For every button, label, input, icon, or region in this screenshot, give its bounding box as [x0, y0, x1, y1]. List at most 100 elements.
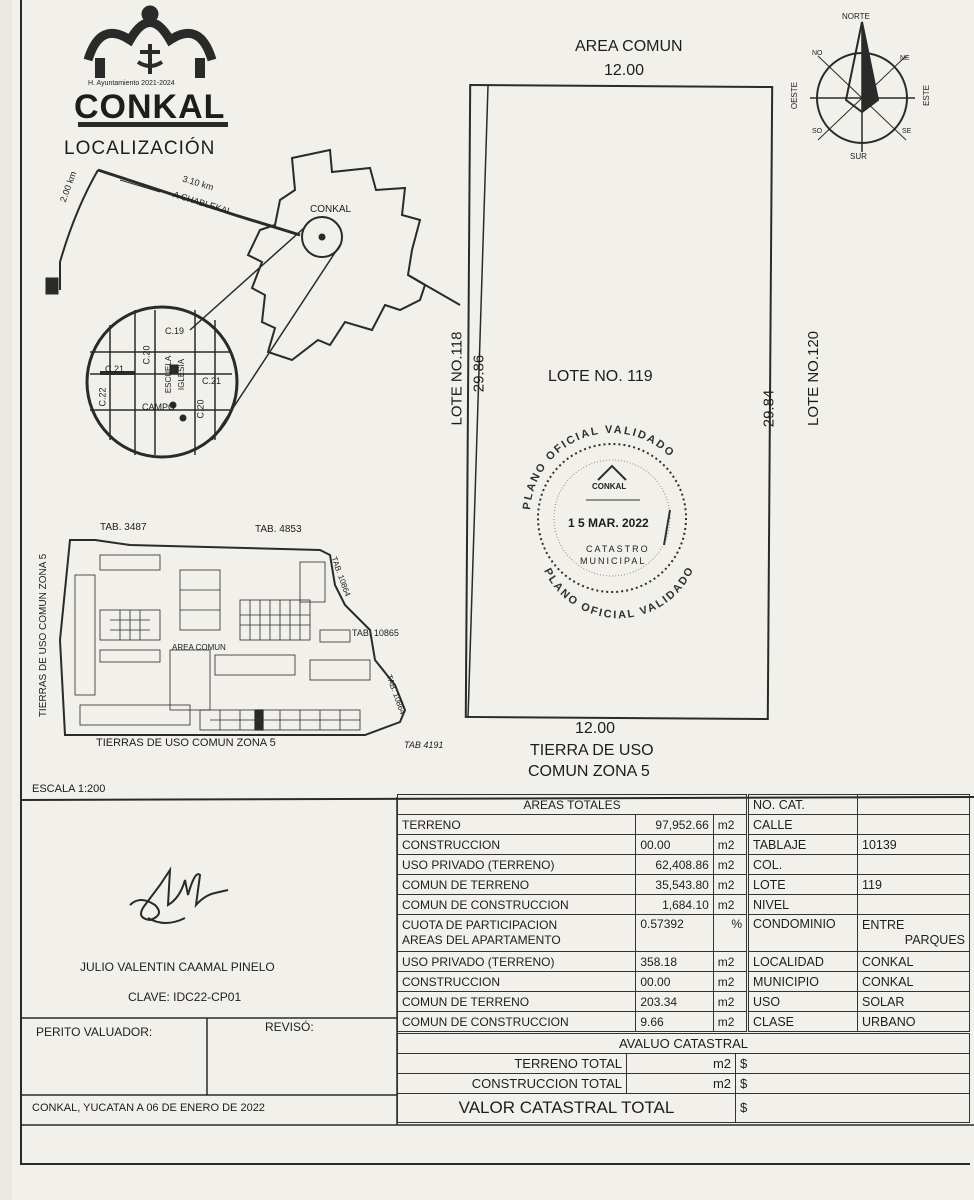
avaluo-unit: m2 [626, 1073, 736, 1094]
info-value: 10139 [857, 834, 970, 855]
row-unit: m2 [712, 814, 748, 835]
condominio-value-cell: ENTRE PARQUES [857, 914, 970, 952]
table-row: COMUN DE TERRENO 35,543.80 m2 [396, 874, 748, 895]
info-label: USO [748, 991, 858, 1012]
tab-label-4853: TAB. 4853 [255, 524, 302, 535]
row-label: COMUN DE CONSTRUCCION [396, 894, 637, 915]
info-label: CLASE [748, 1011, 858, 1032]
compass-south: SUR [850, 152, 867, 161]
info-value: URBANO [857, 1011, 970, 1032]
avaluo-table: AVALUO CATASTRAL TERRENO TOTAL m2 $ CONS… [397, 1033, 970, 1123]
tab-label-4191: TAB 4191 [404, 740, 444, 750]
row-label: CONSTRUCCION [396, 971, 637, 992]
table-row: CUOTA DE PARTICIPACION AREAS DEL APARTAM… [396, 914, 748, 952]
avaluo-label: TERRENO TOTAL [397, 1053, 627, 1074]
cuota-cell: CUOTA DE PARTICIPACION AREAS DEL APARTAM… [396, 914, 637, 952]
info-value [857, 854, 970, 875]
row-label: COMUN DE TERRENO [396, 874, 637, 895]
town-label: CONKAL [310, 204, 352, 215]
right-lot-label: LOTE NO.120 [805, 330, 823, 427]
table-row: USO PRIVADO (TERRENO) 358.18 m2 [396, 951, 748, 972]
info-value: CONKAL [857, 951, 970, 972]
row-value: 62,408.86 [635, 854, 714, 875]
row-unit: m2 [712, 834, 748, 855]
row-value: 35,543.80 [635, 874, 714, 895]
row-label: COMUN DE CONSTRUCCION [396, 1011, 637, 1032]
row-value: 358.18 [635, 951, 714, 972]
stamp-logo: CONKAL [592, 482, 627, 491]
row-unit: m2 [712, 991, 748, 1012]
row-value: 0.57392 [635, 914, 714, 952]
info-label: COL. [748, 854, 858, 875]
table-row: CONSTRUCCION 00.00 m2 [396, 971, 748, 992]
info-value [857, 894, 970, 915]
tab-label-3487: TAB. 3487 [100, 522, 147, 533]
row-label: USO PRIVADO (TERRENO) [396, 854, 637, 875]
bottom-label-2: COMUN ZONA 5 [528, 763, 650, 780]
table-row: COMUN DE TERRENO 203.34 m2 [396, 991, 748, 1012]
info-value: PARQUES [904, 933, 965, 947]
row-unit: m2 [712, 971, 748, 992]
place-date: CONKAL, YUCATAN A 06 DE ENERO DE 2022 [32, 1102, 265, 1114]
compass-se: SE [902, 128, 912, 135]
compass-east: ESTE [922, 85, 931, 106]
table-row: CONDOMINIO ENTRE PARQUES [748, 914, 970, 952]
row-value: 00.00 [635, 834, 714, 855]
street-label-c22: C.22 [97, 387, 108, 407]
place-label-campo: CAMPO [142, 402, 176, 412]
table-row: USO PRIVADO (TERRENO) 62,408.86 m2 [396, 854, 748, 875]
info-label: CONDOMINIO [748, 914, 858, 952]
bottom-dimension: 12.00 [575, 720, 616, 737]
info-value [857, 794, 970, 815]
table-row: CONSTRUCCION TOTAL m2 $ [397, 1073, 970, 1094]
info-label: NO. CAT. [748, 794, 858, 815]
info-value: ENTRE [862, 918, 905, 932]
row-label: USO PRIVADO (TERRENO) [396, 951, 637, 972]
row-unit: m2 [712, 854, 748, 875]
avaluo-currency: $ [735, 1053, 970, 1074]
row-label: TERRENO [396, 814, 637, 835]
bottom-label-1: TIERRA DE USO [530, 742, 654, 759]
table-row: NIVEL [748, 894, 970, 915]
valuer-clave: CLAVE: IDC22-CP01 [128, 990, 242, 1004]
site-bottom-label: TIERRAS DE USO COMUN ZONA 5 [96, 737, 276, 749]
row-unit: m2 [712, 874, 748, 895]
avaluo-label: CONSTRUCCION TOTAL [397, 1073, 627, 1094]
table-row: NO. CAT. [748, 794, 970, 815]
compass-north: NORTE [842, 12, 870, 21]
info-label: LOCALIDAD [748, 951, 858, 972]
avaluo-currency: $ [735, 1073, 970, 1094]
scale-label: ESCALA 1:200 [32, 783, 106, 795]
table-row: VALOR CATASTRAL TOTAL $ [397, 1093, 970, 1123]
perito-label: PERITO VALUADOR: [36, 1025, 153, 1039]
center-lot-label: LOTE NO. 119 [548, 368, 653, 385]
info-value [857, 814, 970, 835]
row-unit: % [712, 914, 748, 952]
table-row: COL. [748, 854, 970, 875]
table-row: COMUN DE CONSTRUCCION 1,684.10 m2 [396, 894, 748, 915]
top-dimension: 12.00 [604, 62, 645, 79]
stamp-date: 1 5 MAR. 2022 [568, 516, 649, 530]
avaluo-header: AVALUO CATASTRAL [397, 1033, 970, 1054]
table-row: TERRENO 97,952.66 m2 [396, 814, 748, 835]
top-boundary-label: AREA COMUN [575, 38, 683, 55]
row-value: 00.00 [635, 971, 714, 992]
street-label-c21-a: C.21 [105, 364, 125, 374]
row-unit: m2 [712, 1011, 748, 1032]
tab-label-10865: TAB. 10865 [352, 628, 399, 638]
stamp-line-2: MUNICIPAL [580, 556, 647, 566]
row-value: 1,684.10 [635, 894, 714, 915]
table-row: CONSTRUCCION 00.00 m2 [396, 834, 748, 855]
valuer-name: JULIO VALENTIN CAAMAL PINELO [80, 960, 275, 974]
street-label-c21-b: C.21 [202, 376, 222, 386]
areas-totales-table: AREAS TOTALES TERRENO 97,952.66 m2 CONST… [396, 794, 748, 1032]
section-label: AREAS DEL APARTAMENTO [402, 933, 561, 947]
info-label: TABLAJE [748, 834, 858, 855]
areas-header: AREAS TOTALES [397, 794, 747, 815]
